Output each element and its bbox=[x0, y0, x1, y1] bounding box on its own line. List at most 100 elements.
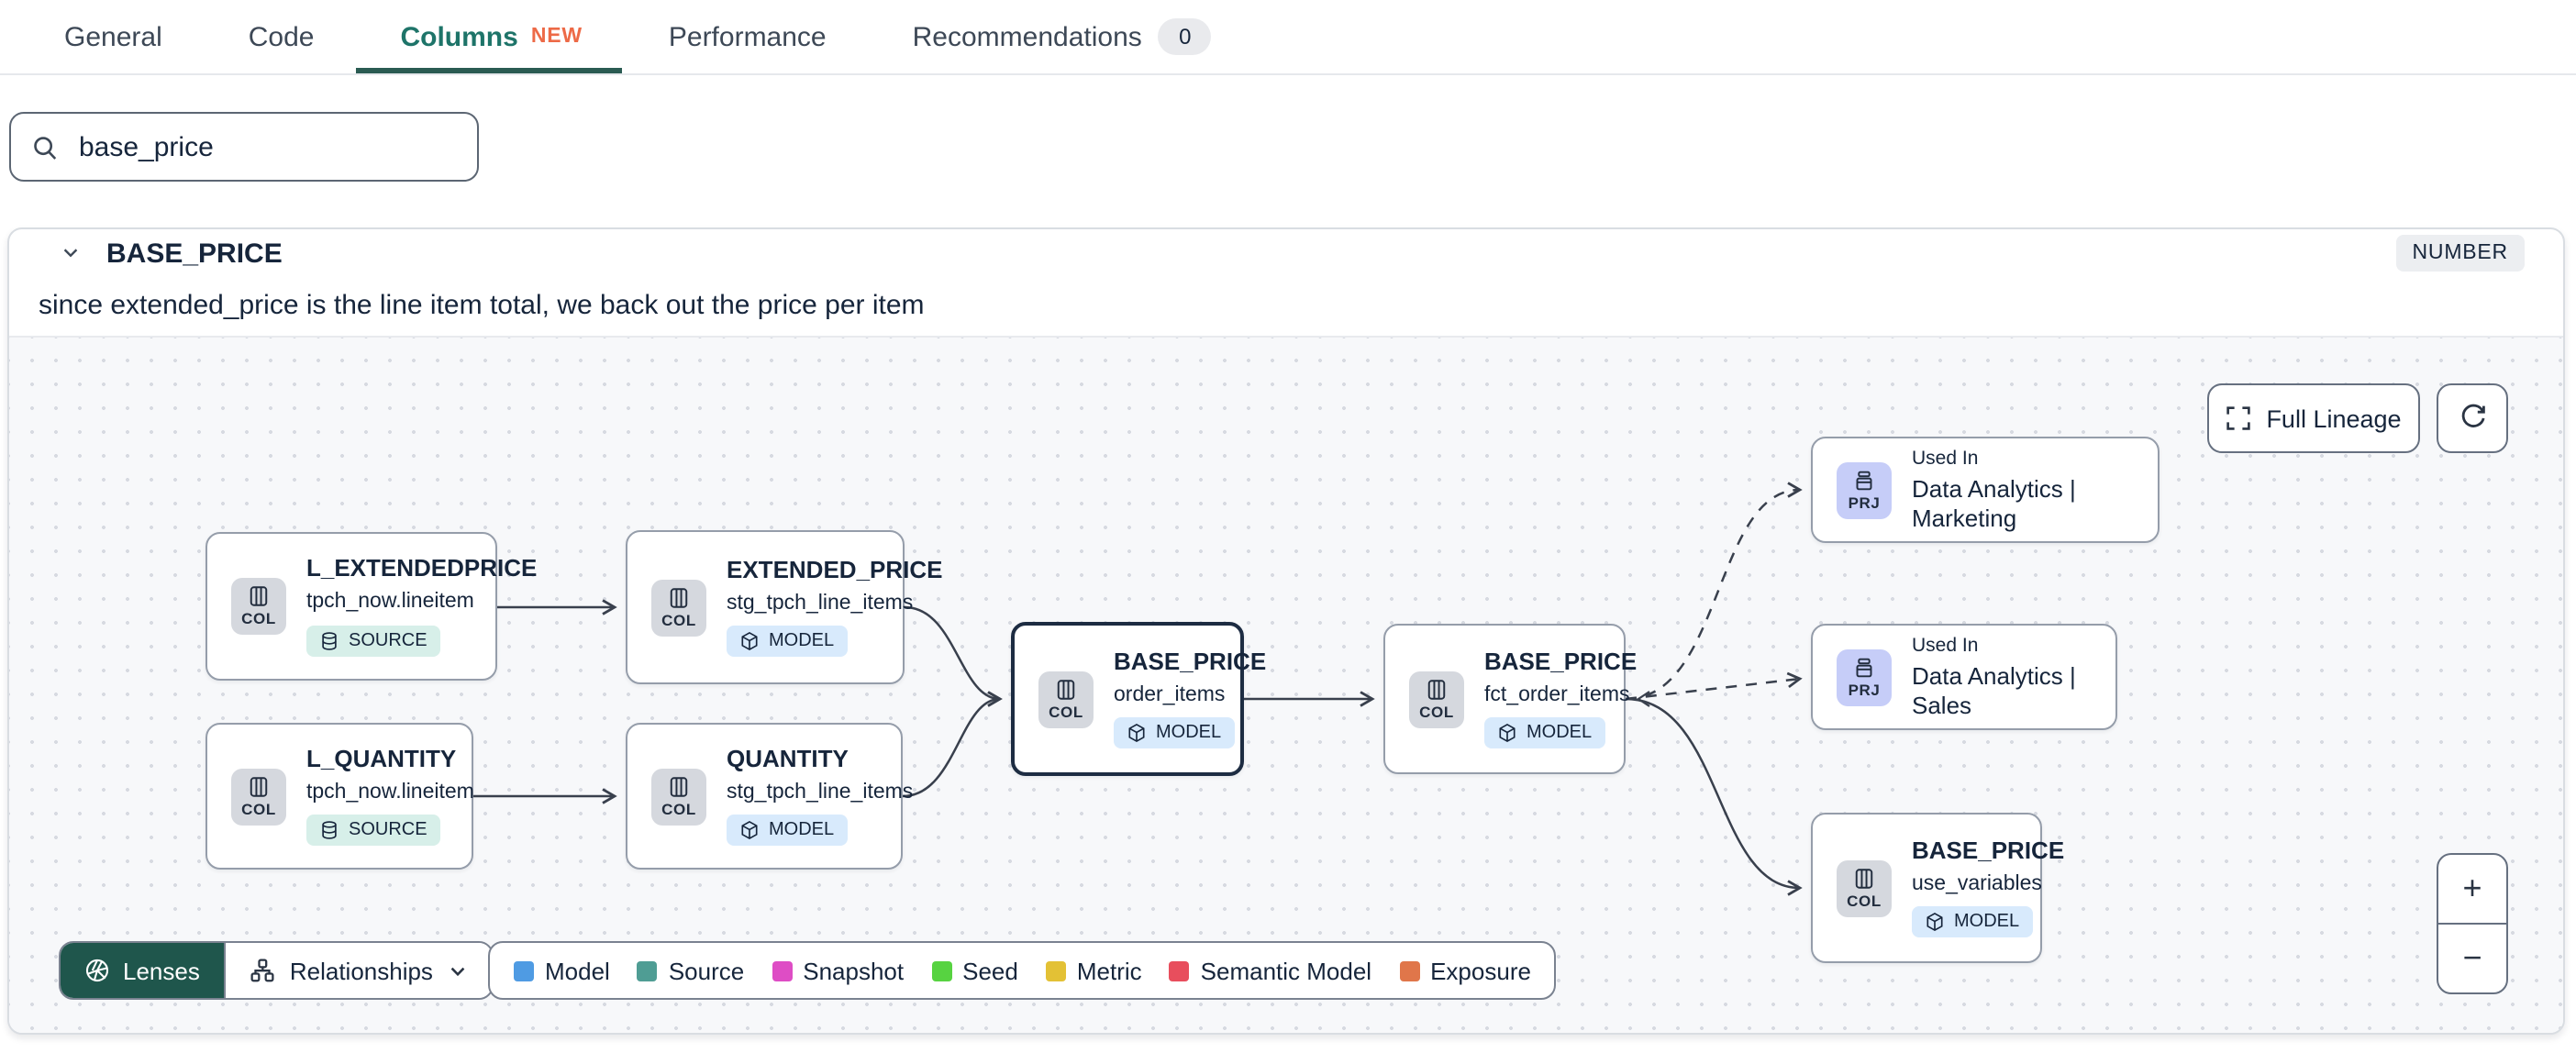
node-subtitle: tpch_now.lineitem bbox=[306, 781, 474, 804]
legend-label: Source bbox=[668, 957, 745, 984]
column-panel-header: BASE_PRICE NUMBER bbox=[9, 229, 2563, 284]
relationships-icon bbox=[250, 959, 274, 982]
snapshot-swatch bbox=[772, 960, 793, 981]
exposure-title: Data Analytics | Sales bbox=[1912, 662, 2076, 719]
tab-performance[interactable]: Performance bbox=[669, 0, 827, 73]
legend-item-metric: Metric bbox=[1045, 957, 1142, 984]
archive-icon bbox=[1856, 470, 1872, 490]
columns-icon bbox=[250, 586, 268, 606]
tab-label: General bbox=[64, 21, 162, 52]
lineage-node-l-extendedprice[interactable]: COL L_EXTENDEDPRICE tpch_now.lineitem SO… bbox=[205, 532, 537, 681]
zoom-controls: + − bbox=[2437, 853, 2508, 994]
column-kind-badge: COL bbox=[1837, 859, 1892, 916]
lineage-canvas[interactable]: COL L_EXTENDEDPRICE tpch_now.lineitem SO… bbox=[9, 336, 2563, 1033]
lineage-node-l-quantity[interactable]: COL L_QUANTITY tpch_now.lineitem SOURCE bbox=[205, 723, 474, 870]
node-subtitle: stg_tpch_line_items bbox=[727, 592, 914, 615]
model-badge: MODEL bbox=[1912, 906, 2033, 938]
column-kind-badge: COL bbox=[1038, 671, 1094, 727]
model-badge: MODEL bbox=[727, 815, 848, 847]
badge-label: MODEL bbox=[769, 820, 835, 841]
lineage-node-quantity[interactable]: COL QUANTITY stg_tpch_line_items MODEL bbox=[626, 723, 913, 870]
legend-label: Semantic Model bbox=[1200, 957, 1372, 984]
node-body: L_QUANTITY tpch_now.lineitem SOURCE bbox=[306, 745, 474, 847]
search-input[interactable] bbox=[75, 129, 457, 164]
lenses-button[interactable]: Lenses bbox=[61, 943, 224, 998]
legend-label: Seed bbox=[962, 957, 1018, 984]
collapse-chevron-icon[interactable] bbox=[61, 242, 81, 262]
badge-label: MODEL bbox=[1156, 723, 1222, 744]
kind-label: PRJ bbox=[1848, 680, 1881, 698]
tab-general[interactable]: General bbox=[64, 0, 162, 73]
tab-label: Performance bbox=[668, 21, 827, 52]
legend-item-source: Source bbox=[637, 957, 745, 984]
refresh-icon bbox=[2460, 404, 2484, 427]
refresh-button[interactable] bbox=[2437, 383, 2508, 453]
database-icon bbox=[322, 631, 337, 649]
cube-icon bbox=[741, 821, 758, 840]
lenses-label: Lenses bbox=[123, 957, 200, 984]
lineage-node-used-in-marketing[interactable]: PRJ Used In Data Analytics | Marketing bbox=[1811, 437, 2160, 543]
relationships-dropdown[interactable]: Relationships bbox=[223, 943, 492, 998]
columns-icon bbox=[670, 776, 688, 796]
column-name: BASE_PRICE bbox=[106, 238, 283, 270]
project-kind-badge: PRJ bbox=[1837, 648, 1892, 705]
archive-icon bbox=[1856, 657, 1872, 677]
badge-label: MODEL bbox=[1527, 723, 1593, 744]
legend-item-seed: Seed bbox=[931, 957, 1018, 984]
aperture-icon bbox=[85, 959, 109, 982]
legend-item-snapshot: Snapshot bbox=[772, 957, 904, 984]
full-lineage-button[interactable]: Full Lineage bbox=[2207, 383, 2420, 453]
zoom-in-button[interactable]: + bbox=[2438, 855, 2506, 925]
tab-columns[interactable]: Columns NEW bbox=[356, 0, 624, 73]
metric-swatch bbox=[1045, 960, 1066, 981]
node-body: BASE_PRICE order_items MODEL bbox=[1114, 648, 1266, 749]
columns-icon bbox=[670, 587, 688, 607]
column-search[interactable] bbox=[9, 112, 479, 182]
lineage-node-base-price-use-variables[interactable]: COL BASE_PRICE use_variables MODEL bbox=[1811, 813, 2064, 963]
lineage-node-extended-price[interactable]: COL EXTENDED_PRICE stg_tpch_line_items M… bbox=[626, 530, 943, 684]
resource-legend: Model Source Snapshot Seed Metric Semant… bbox=[488, 941, 1557, 1000]
new-badge: NEW bbox=[530, 26, 583, 48]
node-body: Used In Data Analytics | Marketing bbox=[1912, 447, 2158, 533]
column-type-badge: NUMBER bbox=[2395, 235, 2525, 272]
legend-item-exposure: Exposure bbox=[1399, 957, 1531, 984]
badge-label: MODEL bbox=[1954, 912, 2020, 933]
zoom-out-button[interactable]: − bbox=[2462, 939, 2482, 976]
legend-item-model: Model bbox=[514, 957, 610, 984]
node-title: L_EXTENDEDPRICE bbox=[306, 554, 538, 582]
node-body: QUANTITY stg_tpch_line_items MODEL bbox=[727, 744, 913, 847]
lineage-node-used-in-sales[interactable]: PRJ Used In Data Analytics | Sales bbox=[1811, 624, 2117, 730]
badge-label: SOURCE bbox=[349, 630, 427, 651]
node-subtitle: order_items bbox=[1114, 683, 1226, 706]
tab-label: Columns bbox=[400, 21, 518, 52]
search-icon bbox=[34, 136, 57, 159]
cube-icon bbox=[1926, 913, 1943, 932]
tab-code[interactable]: Code bbox=[249, 0, 315, 73]
tab-recommendations[interactable]: Recommendations 0 bbox=[913, 0, 1212, 73]
legend-item-semantic-model: Semantic Model bbox=[1169, 957, 1372, 984]
lineage-node-base-price-order-items[interactable]: COL BASE_PRICE order_items MODEL bbox=[1011, 622, 1266, 776]
used-in-label: Used In bbox=[1912, 634, 1979, 657]
source-swatch bbox=[637, 960, 658, 981]
node-title: QUANTITY bbox=[727, 744, 849, 772]
columns-icon bbox=[1855, 868, 1873, 888]
node-subtitle: tpch_now.lineitem bbox=[306, 591, 474, 614]
node-title: BASE_PRICE bbox=[1484, 647, 1638, 675]
legend-label: Model bbox=[545, 957, 610, 984]
node-body: L_EXTENDEDPRICE tpch_now.lineitem SOURCE bbox=[306, 554, 538, 657]
kind-label: PRJ bbox=[1848, 493, 1881, 511]
database-icon bbox=[322, 821, 337, 839]
columns-icon bbox=[250, 776, 268, 796]
legend-label: Exposure bbox=[1430, 957, 1531, 984]
exposure-swatch bbox=[1399, 960, 1420, 981]
model-badge: MODEL bbox=[1484, 717, 1605, 749]
tab-label: Code bbox=[248, 21, 315, 52]
tab-label: Recommendations bbox=[912, 21, 1142, 52]
column-kind-badge: COL bbox=[231, 578, 286, 635]
node-body: Used In Data Analytics | Sales bbox=[1912, 634, 2115, 720]
legend-label: Snapshot bbox=[803, 957, 905, 984]
lineage-node-base-price-fct-order-items[interactable]: COL BASE_PRICE fct_order_items MODEL bbox=[1383, 624, 1637, 774]
kind-label: COL bbox=[1419, 702, 1454, 720]
full-lineage-label: Full Lineage bbox=[2266, 405, 2402, 432]
